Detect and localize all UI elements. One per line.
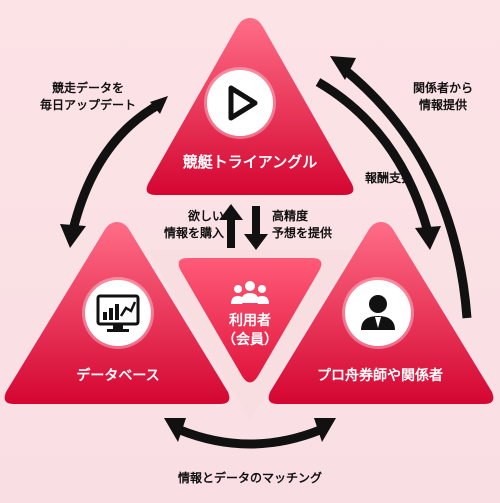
center-node-line1: 利用者 [229,313,271,329]
flow-label-right-top-line2: 情報提供 [418,98,467,112]
flow-label-center-left-line2: 情報を購入 [163,226,224,240]
flow-label-right-mid-line1: 報酬支払 [364,171,413,185]
right-icon-circle [345,280,411,346]
center-node-label: 利用者 （会員） [200,312,300,350]
flow-label-center-right: 高精度 予想を提供 [272,208,352,242]
flow-label-bottom: 情報とデータのマッチング [140,470,360,487]
flow-label-left-up: 競走データを 毎日アップデート [18,80,158,114]
arrow-center-down [244,206,268,250]
center-node-line2: （会員） [222,332,278,348]
flow-label-center-left: 欲しい 情報を購入 [148,208,224,242]
flow-label-bottom-line1: 情報とデータのマッチング [177,471,322,485]
group-users-icon [231,281,269,304]
flow-label-left-up-line1: 競走データを [51,81,124,95]
flow-label-right-mid: 報酬支払 [354,170,424,187]
flow-label-left-up-line2: 毎日アップデート [39,98,136,112]
chart-monitor-icon [96,294,140,332]
arrow-bottom [164,418,336,449]
flow-label-right-top-line1: 関係者から [412,81,473,95]
arrow-right-outer [330,56,472,319]
top-icon-circle [207,70,273,136]
arrow-left-updown [60,96,168,248]
top-node-label: 競艇トライアングル [182,153,318,171]
left-icon-circle [85,280,151,346]
arrow-right-inner [315,78,441,250]
person-icon [361,295,395,330]
flow-label-center-right-line1: 高精度 [272,209,309,223]
play-logo-icon [228,85,258,121]
right-node-label: プロ舟券師や関係者 [317,368,443,384]
flow-label-center-left-line1: 欲しい [187,209,224,223]
flow-label-right-top: 関係者から 情報提供 [398,80,488,114]
triangle-center [178,258,322,383]
flow-label-center-right-line2: 予想を提供 [272,226,333,240]
arrow-center-up [219,204,243,248]
left-node-label: データベース [76,368,160,384]
